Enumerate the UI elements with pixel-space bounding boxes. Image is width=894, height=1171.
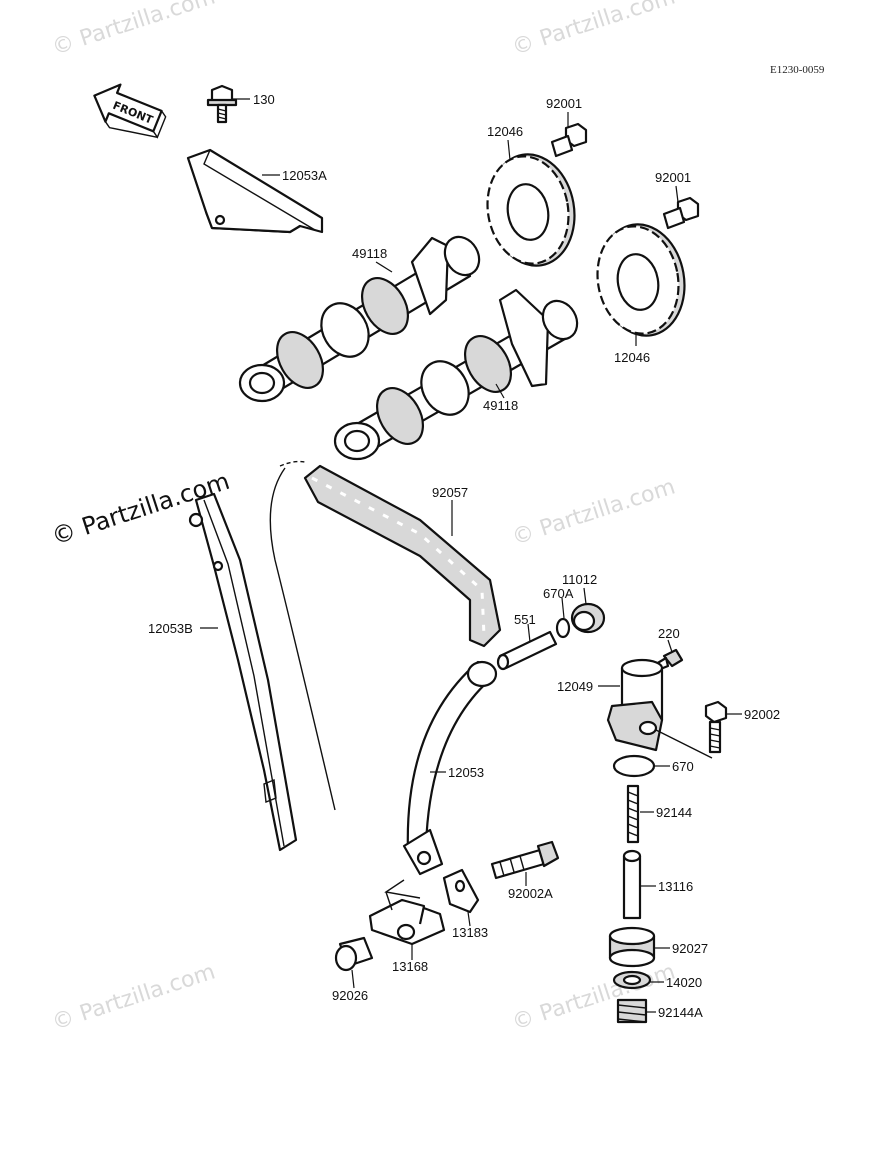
watermark: © Partzilla.com	[49, 0, 218, 61]
spring-92144	[626, 784, 640, 844]
chain-guide-12053B	[188, 492, 298, 852]
part-label-220: 220	[658, 626, 680, 641]
tensioner-body-12049	[606, 658, 713, 759]
front-arrow-icon: FRONT	[93, 83, 167, 139]
watermark: © Partzilla.com	[509, 959, 678, 1035]
rod-13116	[622, 849, 642, 920]
part-label-13116: 13116	[658, 879, 693, 894]
sprocket-12046-lower	[596, 223, 686, 337]
part-label-92057: 92057	[432, 485, 468, 500]
part-label-551: 551	[514, 612, 536, 627]
part-label-670: 670	[672, 759, 694, 774]
part-label-49118-upper: 49118	[352, 246, 387, 261]
part-label-670A: 670A	[543, 586, 574, 601]
part-label-92002: 92002	[744, 707, 780, 722]
sprocket-12046-upper	[486, 153, 576, 267]
part-label-12046-upper: 12046	[487, 124, 523, 139]
part-label-92144A: 92144A	[658, 1005, 703, 1020]
bolt-92001-left	[550, 122, 588, 158]
cap-11012	[570, 602, 606, 634]
part-label-92001-lower: 92001	[655, 170, 691, 185]
part-label-12046-lower: 12046	[614, 350, 650, 365]
cam-chain-92057	[269, 460, 502, 811]
o-ring-670	[612, 754, 656, 778]
part-label-49118-lower: 49118	[483, 398, 518, 413]
part-label-92144: 92144	[656, 805, 692, 820]
watermark: © Partzilla.com	[49, 959, 218, 1035]
part-label-92026: 92026	[332, 988, 368, 1003]
collar-92027	[608, 926, 656, 968]
bolt-130	[206, 84, 238, 124]
bushing-92026	[334, 936, 374, 972]
bearing-14020	[612, 970, 652, 990]
o-ring-670A	[555, 617, 571, 639]
bolt-92001-right	[662, 196, 700, 230]
part-label-13183: 13183	[452, 925, 488, 940]
part-label-12053: 12053	[448, 765, 484, 780]
leader-lines	[200, 98, 742, 1013]
camshaft-49118-upper	[238, 235, 481, 403]
part-label-14020: 14020	[666, 975, 702, 990]
camshaft-49118-lower	[333, 288, 579, 461]
part-label-92002A: 92002A	[508, 886, 553, 901]
pin-551	[496, 630, 558, 671]
watermark: © Partzilla.com	[509, 0, 678, 61]
plate-13183	[442, 868, 480, 914]
watermark: © Partzilla.com	[509, 474, 678, 550]
chain-guide-12053	[384, 660, 498, 899]
spring-92144A	[616, 998, 648, 1024]
part-labels: 130 12053A 92001 12046 92001 49118 12046…	[148, 92, 780, 1020]
part-label-12053B: 12053B	[148, 621, 193, 636]
bolt-92002A	[490, 840, 560, 880]
part-label-130: 130	[253, 92, 275, 107]
part-label-13168: 13168	[392, 959, 428, 974]
part-label-12049: 12049	[557, 679, 593, 694]
part-label-12053A: 12053A	[282, 168, 327, 183]
holder-13168	[368, 891, 446, 946]
part-label-92001-upper: 92001	[546, 96, 582, 111]
part-label-11012: 11012	[562, 572, 597, 587]
chain-guide-12053A	[186, 148, 324, 234]
bolt-92002	[704, 700, 728, 754]
diagram-code: E1230-0059	[770, 64, 825, 76]
part-label-92027: 92027	[672, 941, 708, 956]
